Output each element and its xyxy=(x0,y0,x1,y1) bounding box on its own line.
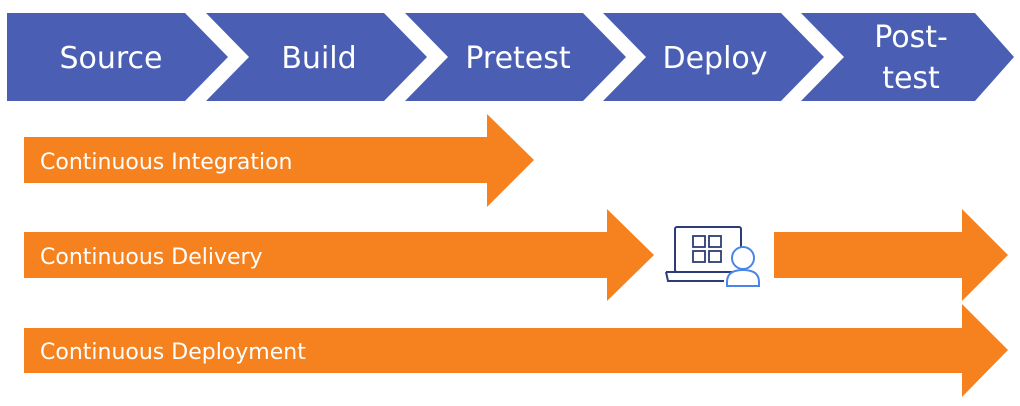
delivery-arrow-continuation-shape xyxy=(774,209,1008,301)
stage-posttest-label-line2: test xyxy=(882,61,940,96)
stage-pretest-label: Pretest xyxy=(465,41,571,76)
delivery-label: Continuous Delivery xyxy=(40,245,263,270)
delivery-arrow-shape xyxy=(24,209,654,301)
stage-source-label: Source xyxy=(59,41,162,76)
user-head xyxy=(731,246,755,270)
stage-deploy-chevron xyxy=(603,13,824,101)
continuous-integration-arrow: Continuous Integration xyxy=(24,114,534,207)
integration-arrow-shape xyxy=(24,114,534,207)
grid-cell-2 xyxy=(708,235,722,248)
laptop-screen xyxy=(674,226,742,273)
stage-source-chevron xyxy=(7,13,228,101)
deployment-arrow-shape xyxy=(24,304,1008,397)
pipeline-stages: Source Build Pretest Deploy Post- test xyxy=(7,13,1014,101)
grid-cell-1 xyxy=(692,235,706,248)
continuous-deployment-arrow: Continuous Deployment xyxy=(24,304,1008,397)
computer-with-user-icon xyxy=(665,226,760,287)
continuous-delivery-arrow: Continuous Delivery xyxy=(24,209,1008,301)
user-body xyxy=(726,268,760,287)
stage-pretest-chevron xyxy=(405,13,626,101)
grid-cell-3 xyxy=(692,250,706,263)
stage-posttest-chevron xyxy=(801,13,1014,101)
deployment-label: Continuous Deployment xyxy=(40,340,306,365)
stage-build-label: Build xyxy=(281,41,356,76)
laptop-base xyxy=(665,271,724,282)
grid-cell-4 xyxy=(708,250,722,263)
integration-label: Continuous Integration xyxy=(40,150,292,175)
stage-posttest-label-line1: Post- xyxy=(874,20,948,55)
stage-build-chevron xyxy=(206,13,427,101)
stage-deploy-label: Deploy xyxy=(662,41,767,76)
